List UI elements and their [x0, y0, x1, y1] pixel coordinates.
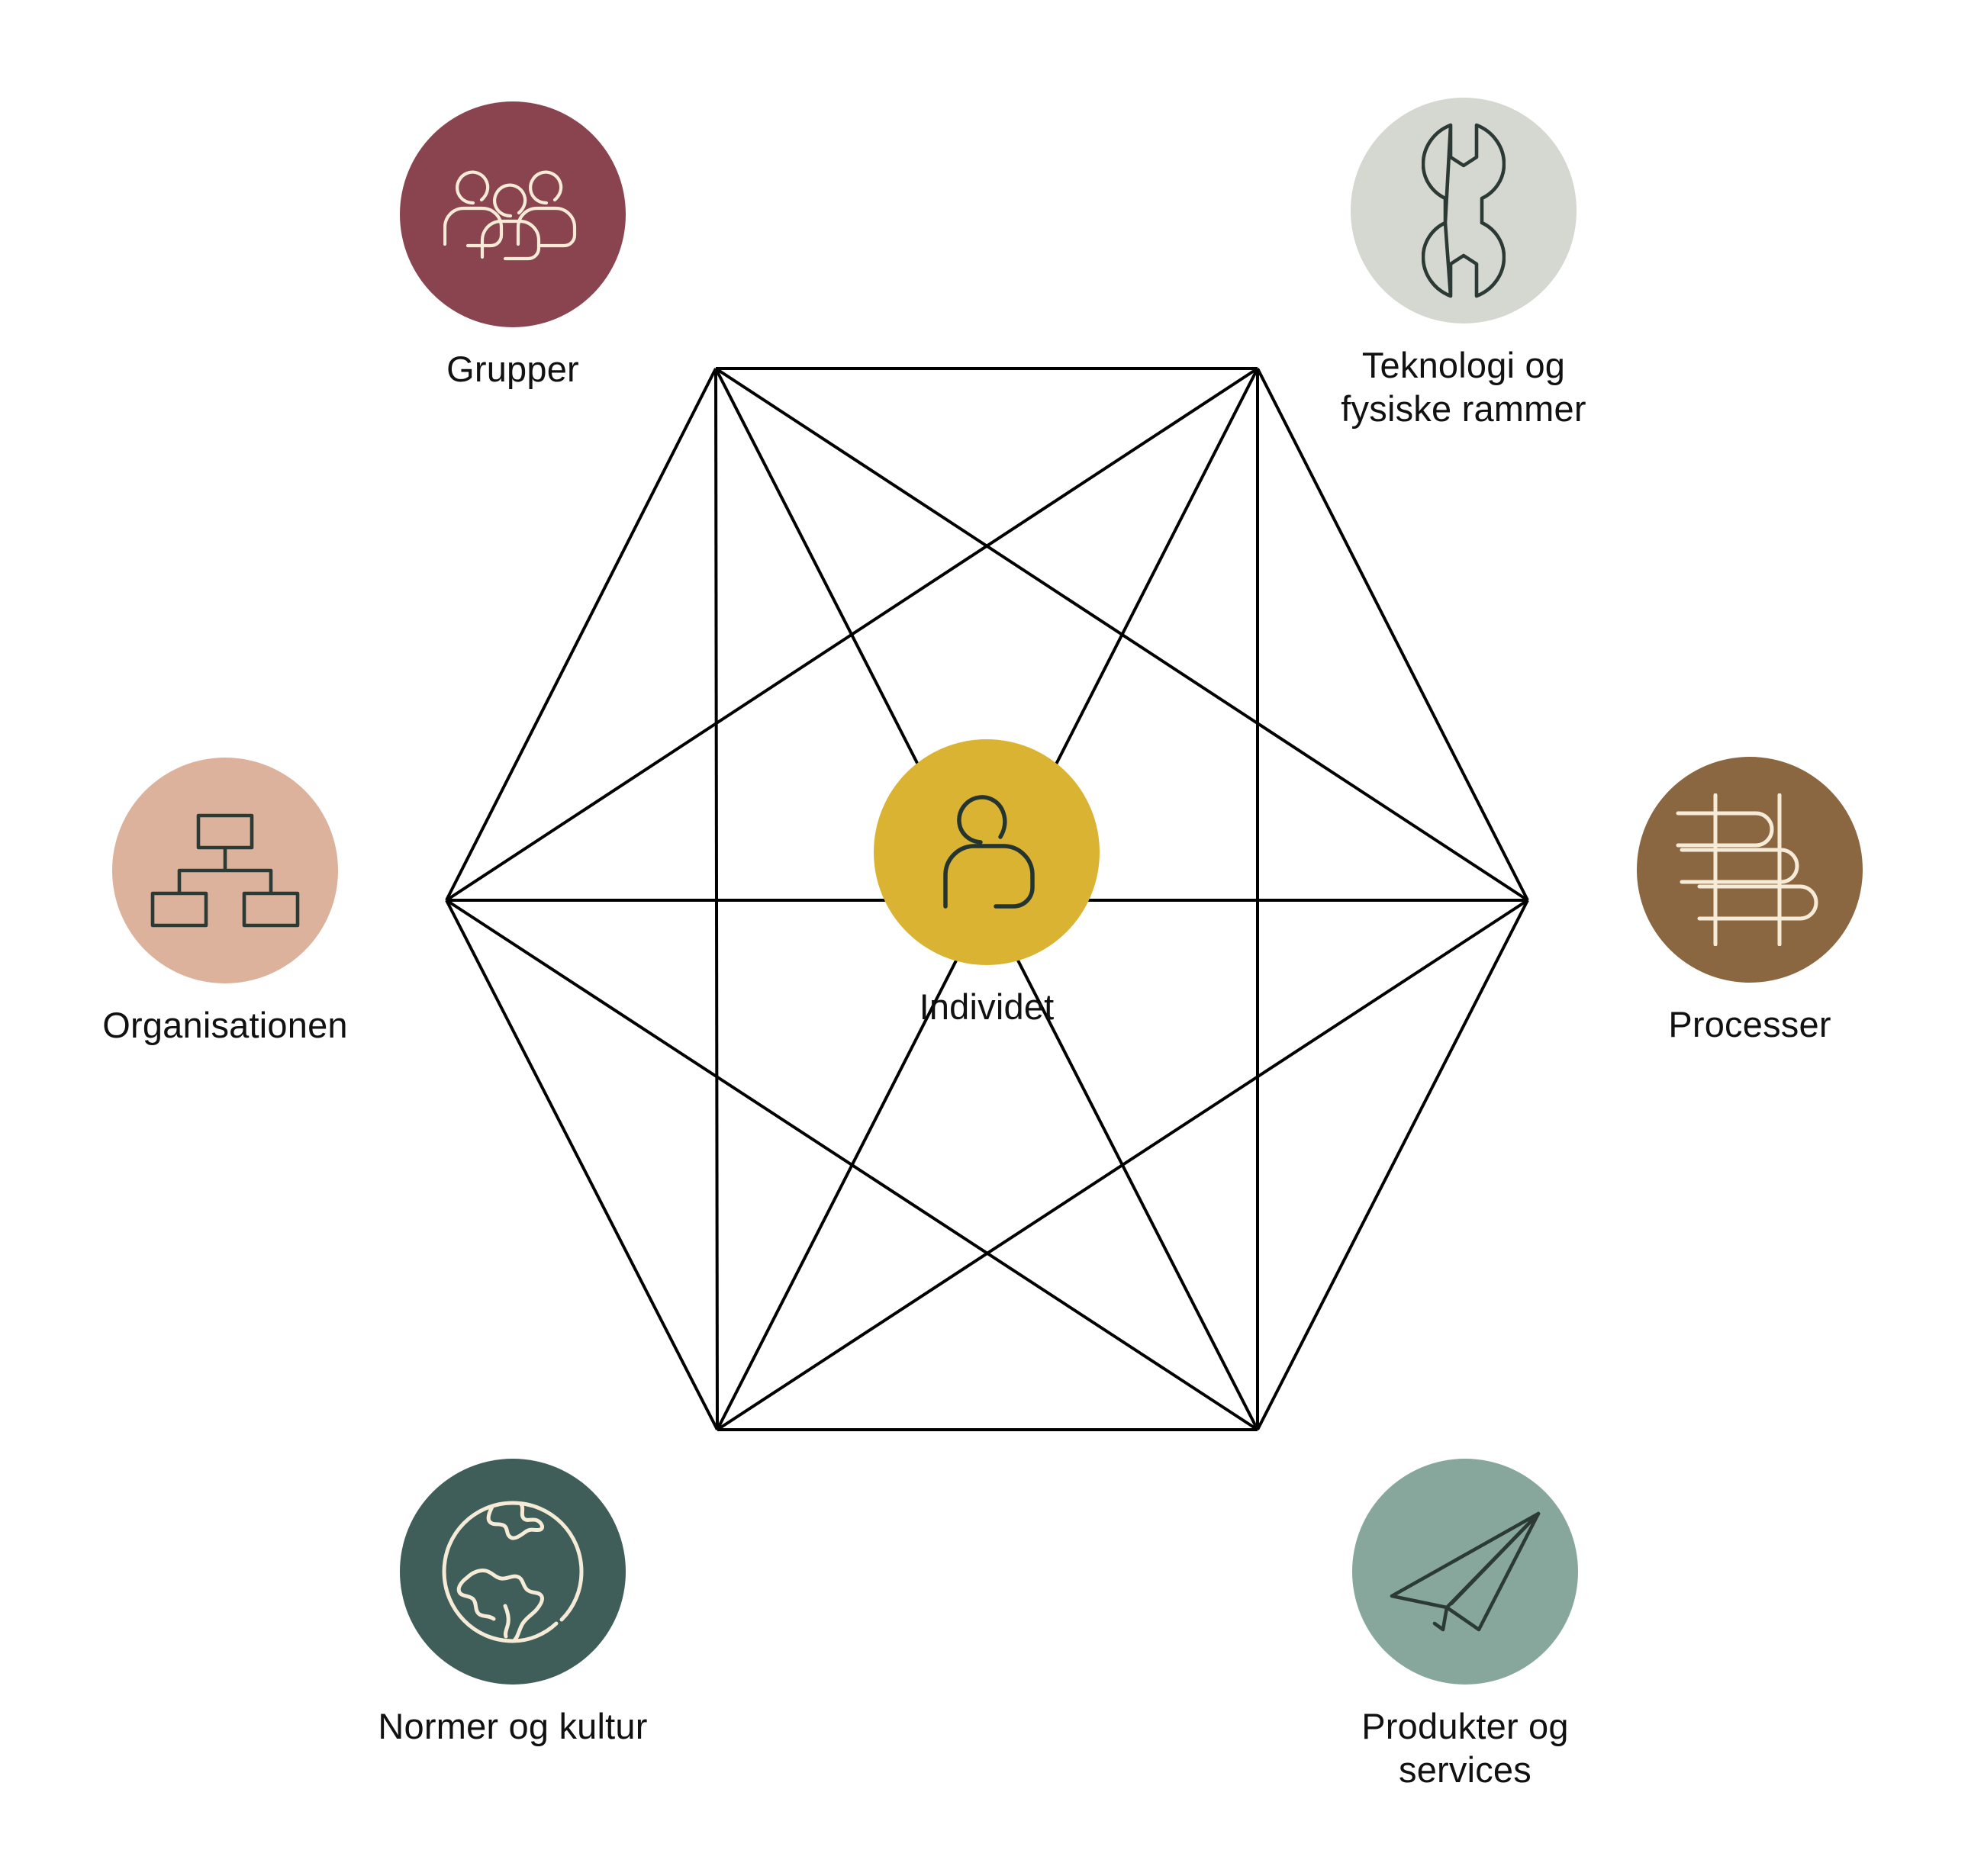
wrench-icon: [1422, 123, 1506, 298]
people-group-icon: [443, 170, 577, 261]
normer-circle[interactable]: [400, 1459, 626, 1685]
node-produkter[interactable]: Produkter og services: [1267, 1459, 1664, 1792]
node-organisationen[interactable]: Organisationen: [27, 758, 424, 1047]
organisationen-circle[interactable]: [112, 758, 338, 983]
processer-circle[interactable]: [1637, 757, 1863, 983]
node-processer[interactable]: Processer: [1551, 757, 1948, 1046]
connector-line: [445, 368, 717, 901]
org-chart-icon: [150, 813, 300, 928]
produkter-label: Produkter og services: [1361, 1706, 1569, 1791]
process-flow-icon: [1676, 793, 1818, 946]
teknologi-circle[interactable]: [1351, 98, 1577, 323]
connector-line: [445, 899, 1259, 1431]
node-grupper[interactable]: Grupper: [314, 101, 711, 391]
paper-plane-icon: [1390, 1511, 1541, 1632]
node-normer[interactable]: Normer og kultur: [314, 1459, 711, 1748]
node-teknologi[interactable]: Teknologi og fysiske rammer: [1265, 98, 1662, 431]
processer-label: Processer: [1668, 1004, 1831, 1044]
person-icon: [943, 794, 1035, 909]
connector-line: [445, 899, 719, 1430]
teknologi-label: Teknologi og fysiske rammer: [1341, 345, 1586, 430]
organisationen-label: Organisationen: [102, 1005, 348, 1045]
produkter-circle[interactable]: [1352, 1459, 1578, 1685]
grupper-circle[interactable]: [400, 101, 626, 327]
connector-line: [1256, 368, 1529, 901]
connector-line: [1256, 899, 1529, 1430]
individet-label: Individet: [919, 986, 1055, 1027]
connector-line: [716, 899, 1529, 1431]
normer-label: Normer og kultur: [378, 1706, 648, 1746]
individet-circle[interactable]: [874, 739, 1100, 965]
connector-line: [445, 367, 1259, 902]
center-node-individet[interactable]: Individet: [788, 739, 1185, 1028]
grupper-label: Grupper: [446, 349, 579, 389]
globe-icon: [442, 1501, 584, 1643]
